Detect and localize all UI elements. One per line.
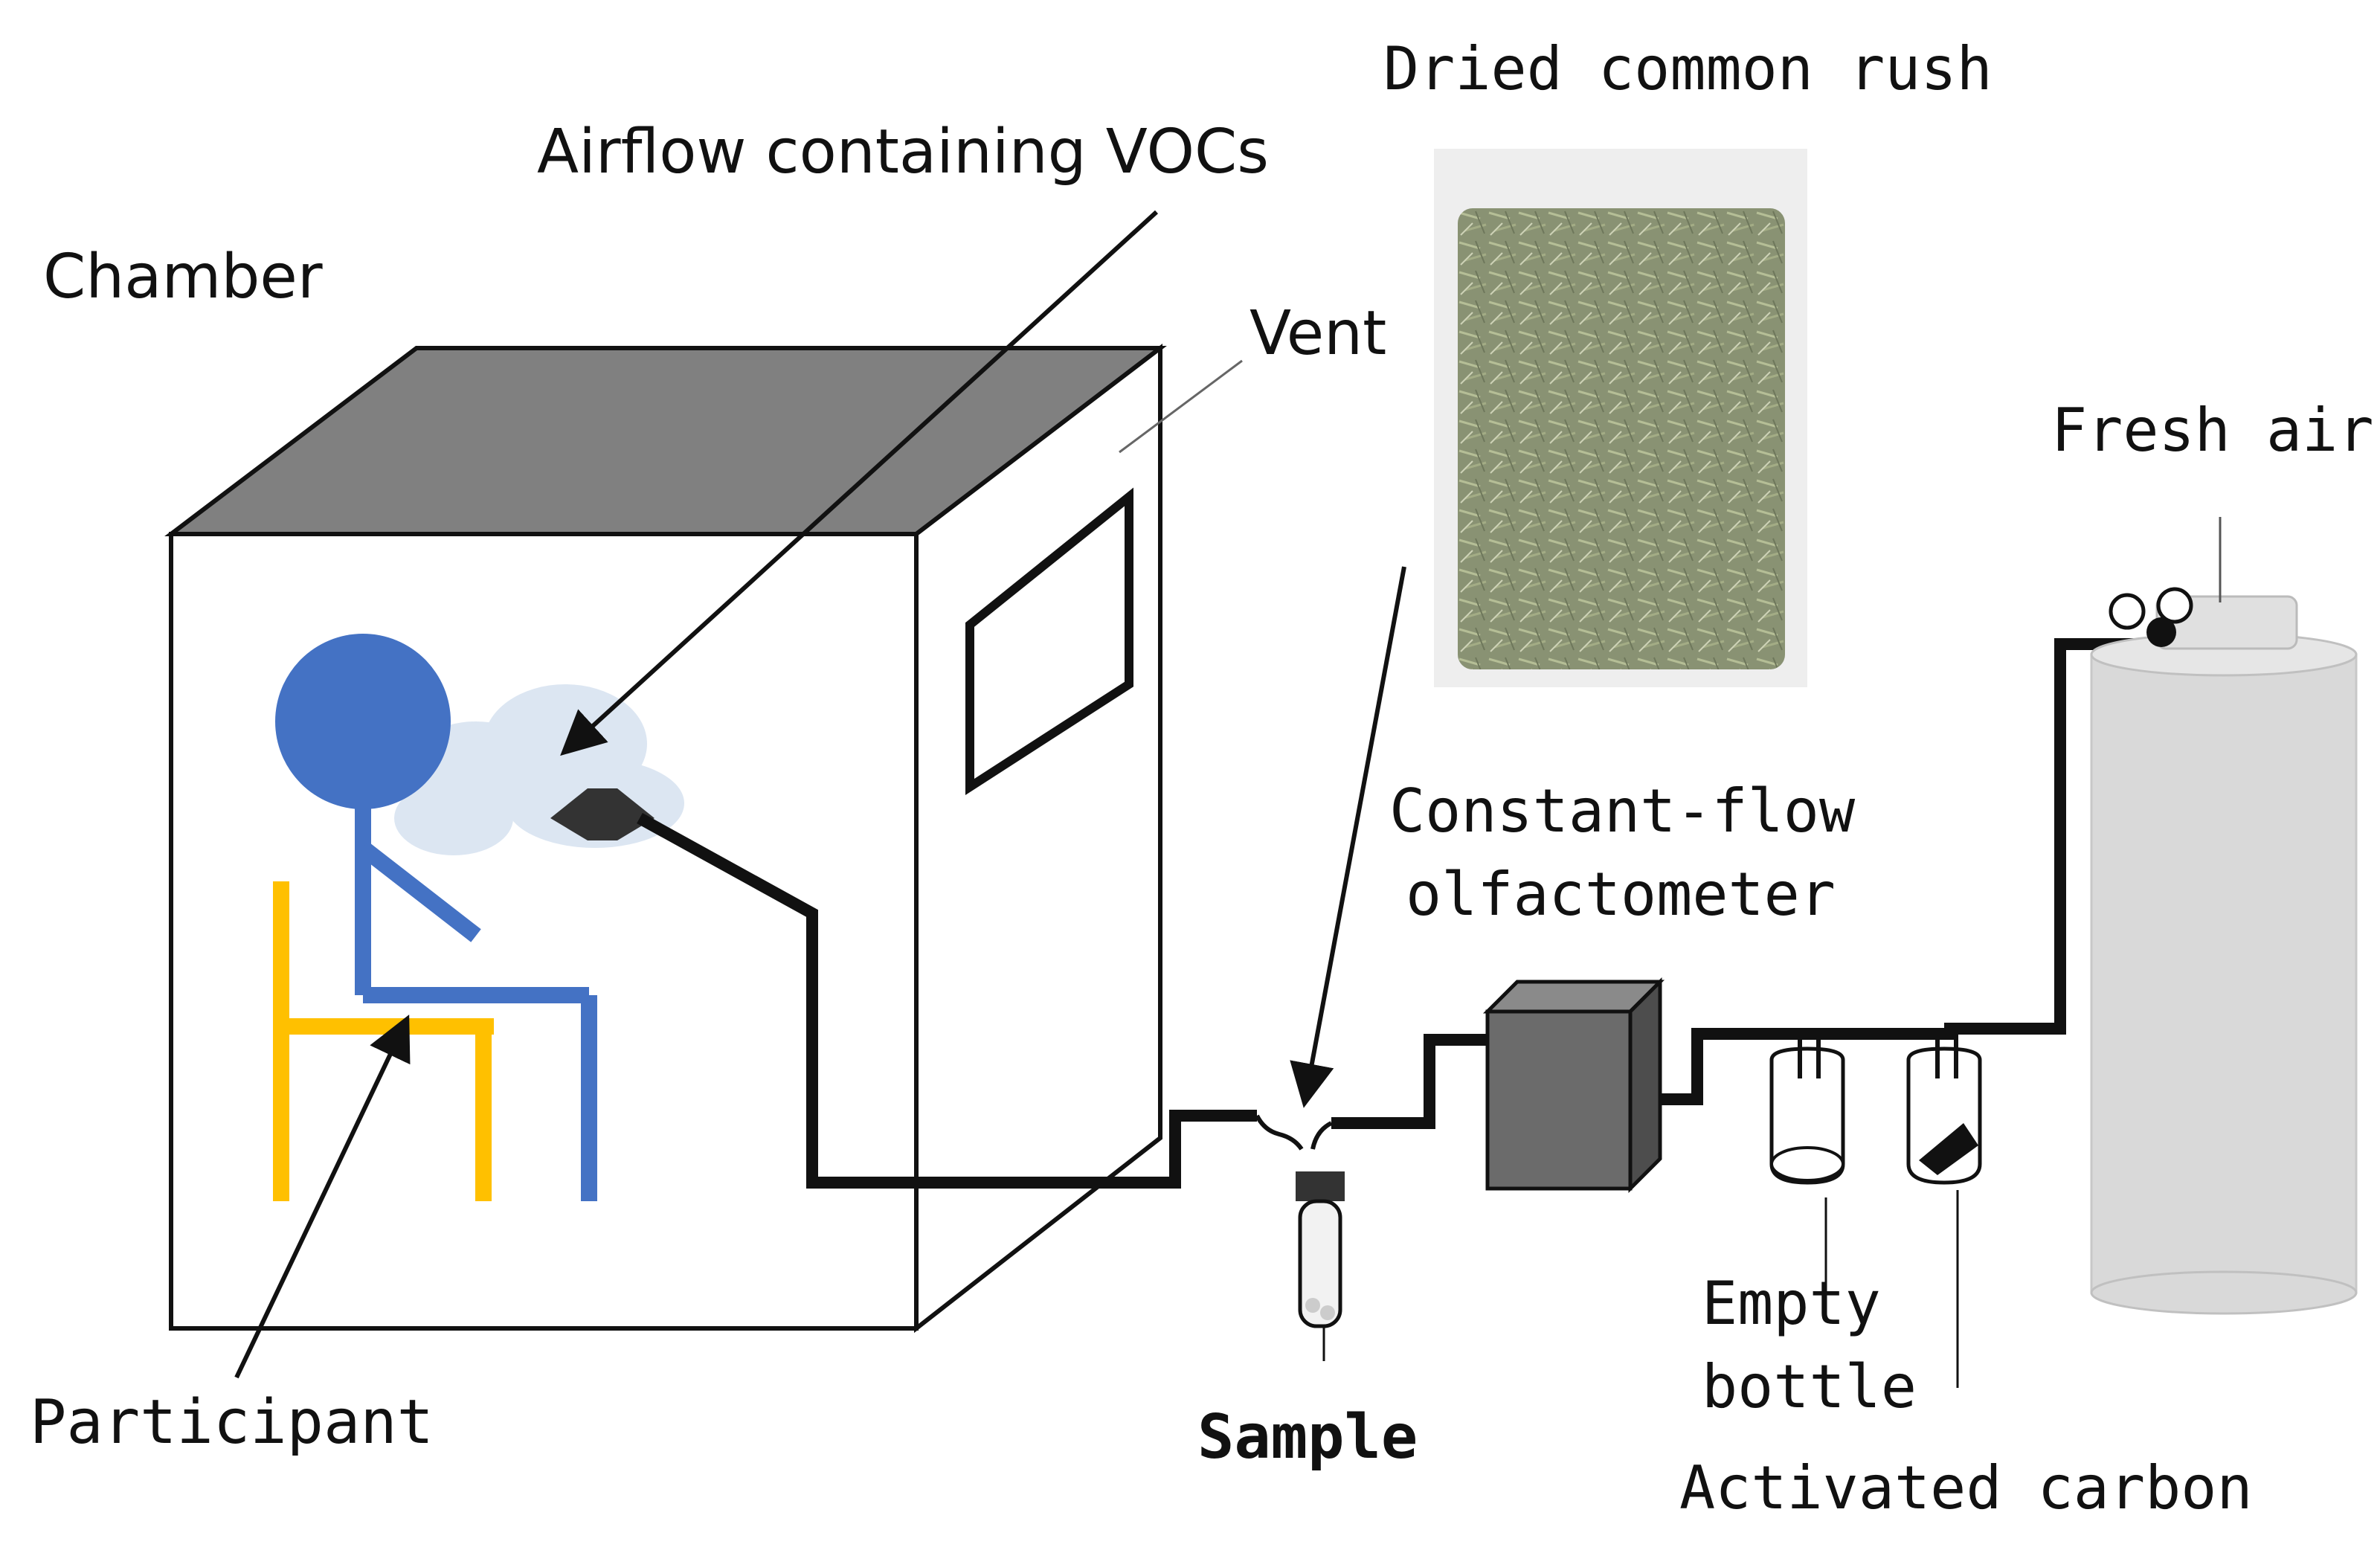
label-fresh-air: Fresh air: [2051, 396, 2373, 465]
rush-arrow: [1290, 566, 1406, 1108]
label-activated-carbon: Activated carbon: [1679, 1453, 2253, 1523]
tube-sample-olfactometer: [1331, 1034, 1488, 1129]
nozzle: [550, 788, 1257, 1189]
label-vent: Vent: [1250, 298, 1386, 369]
dried-rush-bag: [1434, 149, 1807, 687]
label-empty-line1: Empty: [1702, 1269, 1881, 1338]
fresh-air-cylinder: [2090, 517, 2358, 1315]
activated-carbon-bottle: [1906, 1034, 1982, 1388]
label-airflow: Airflow containing VOCs: [537, 117, 1269, 187]
vent-window: [965, 487, 1133, 796]
airflow-arrow: [560, 210, 1159, 756]
vent-leader: [1119, 359, 1243, 454]
participant-figure: [275, 634, 597, 1201]
label-olfactometer-line1: Constant-flow: [1389, 776, 1856, 846]
tube-olfactometer-bottles: [1660, 1028, 1815, 1105]
empty-bottle: [1769, 1034, 1845, 1315]
label-sample: Sample: [1197, 1402, 1418, 1473]
sample-bottle: [1255, 1114, 1345, 1361]
label-participant: Participant: [30, 1387, 434, 1458]
label-olfactometer-line2: olfactometer: [1406, 860, 1836, 929]
label-empty-line2: bottle: [1702, 1352, 1917, 1421]
label-dried-rush: Dried common rush: [1383, 34, 1993, 103]
callout-lines: [234, 210, 1406, 1379]
label-chamber: Chamber: [43, 242, 323, 312]
olfactometer: [1482, 977, 1665, 1194]
participant-arrow: [234, 1015, 411, 1379]
participant-head: [275, 634, 451, 809]
